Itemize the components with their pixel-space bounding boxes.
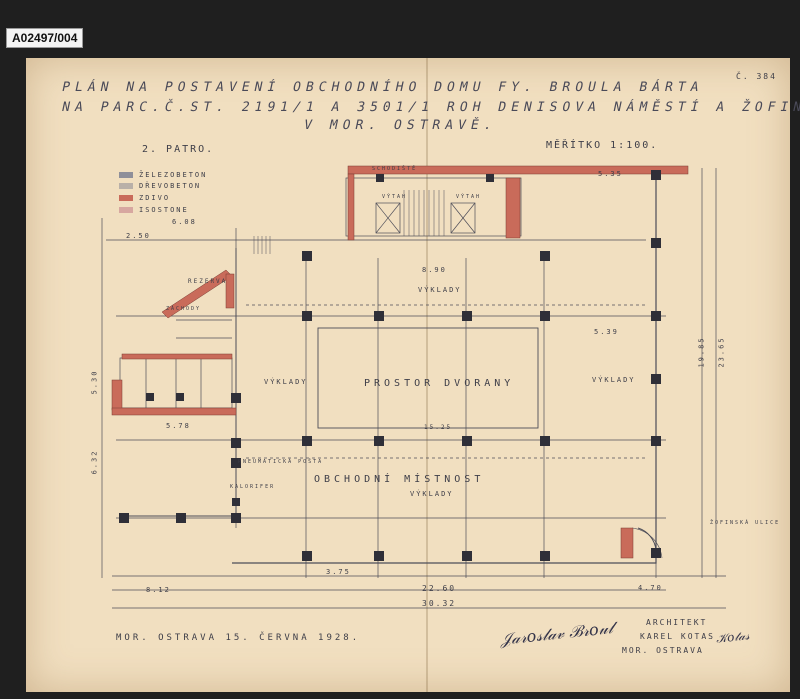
floor-label: 2. PATRO. <box>142 144 215 155</box>
legend-label: ZDIVO <box>139 194 171 202</box>
dimension-bay: 3.75 <box>326 568 351 576</box>
sheet-fold <box>426 58 428 692</box>
legend-swatch <box>119 207 133 213</box>
dimension-span: 5.78 <box>166 422 191 430</box>
street-label: ŽOFINSKÁ ULICE <box>710 520 781 526</box>
room-display-label: VÝKLADY <box>592 376 636 384</box>
architect-title: ARCHITEKT <box>646 618 708 627</box>
dimension-bottom: 4.70 <box>638 584 663 592</box>
room-display-label: VÝKLADY <box>410 490 454 498</box>
dimension-right: 19.85 <box>697 336 706 368</box>
room-display-label: VÝKLADY <box>418 286 462 294</box>
legend-item: DŘEVOBETON <box>119 182 201 190</box>
room-hall-label: PROSTOR DVORANY <box>364 378 515 389</box>
room-lift-label: VÝTAH <box>382 194 408 200</box>
legend-label: ISOSTONE <box>139 206 189 214</box>
legend-swatch <box>119 172 133 178</box>
dimension-right: 23.65 <box>717 336 726 368</box>
legend-swatch <box>119 195 133 201</box>
scale-label: MĚŘÍTKO 1:100. <box>546 140 659 151</box>
legend-item: ZDIVO <box>119 194 170 202</box>
room-lift-label: VÝTAH <box>456 194 482 200</box>
architect-name: KAREL KOTAS <box>640 632 715 641</box>
legend-item: ISOSTONE <box>119 206 189 214</box>
dimension-total: 22.60 <box>422 584 457 593</box>
place-date: MOR. OSTRAVA 15. ČERVNA 1928. <box>116 633 361 643</box>
drawing-sheet: PLÁN NA POSTAVENÍ OBCHODNÍHO DOMU FY. BR… <box>26 58 800 692</box>
architect-city: MOR. OSTRAVA <box>622 646 704 655</box>
dimension-left: 2.50 <box>126 232 151 240</box>
room-toilet-label: ZÁCHODY <box>166 306 202 312</box>
room-reserve-label: REZERVA <box>188 278 228 285</box>
dimension-right: 5.35 <box>598 170 623 178</box>
sheet-number: Č. 384 <box>736 72 777 81</box>
room-shop-label: OBCHODNÍ MÍSTNOST <box>314 474 485 485</box>
floor-plan <box>101 165 726 609</box>
stair-hall-label: SCHODIŠTĚ <box>372 166 418 172</box>
archive-id-label: A02497/004 <box>6 28 84 48</box>
legend-label: ŽELEZOBETON <box>139 171 208 179</box>
dimension-total: 30.32 <box>422 599 457 608</box>
dimension-inner: 8.90 <box>422 266 447 274</box>
legend-swatch <box>119 183 133 189</box>
room-display-label: VÝKLADY <box>264 378 308 386</box>
dimension-bottom: 8.12 <box>146 586 171 594</box>
pneumatic-post-label: PNEUMATICKÁ POŠTA <box>238 459 324 465</box>
legend-label: DŘEVOBETON <box>139 182 202 190</box>
dimension-side: 6.32 <box>90 449 99 475</box>
dimension-span: 5.39 <box>594 328 619 336</box>
dimension-left: 6.08 <box>172 218 197 226</box>
legend-item: ŽELEZOBETON <box>119 171 207 179</box>
dimension-side: 5.30 <box>90 369 99 395</box>
dimension-hall: 15.25 <box>424 424 453 431</box>
heater-label: KALORIFER <box>230 484 276 490</box>
